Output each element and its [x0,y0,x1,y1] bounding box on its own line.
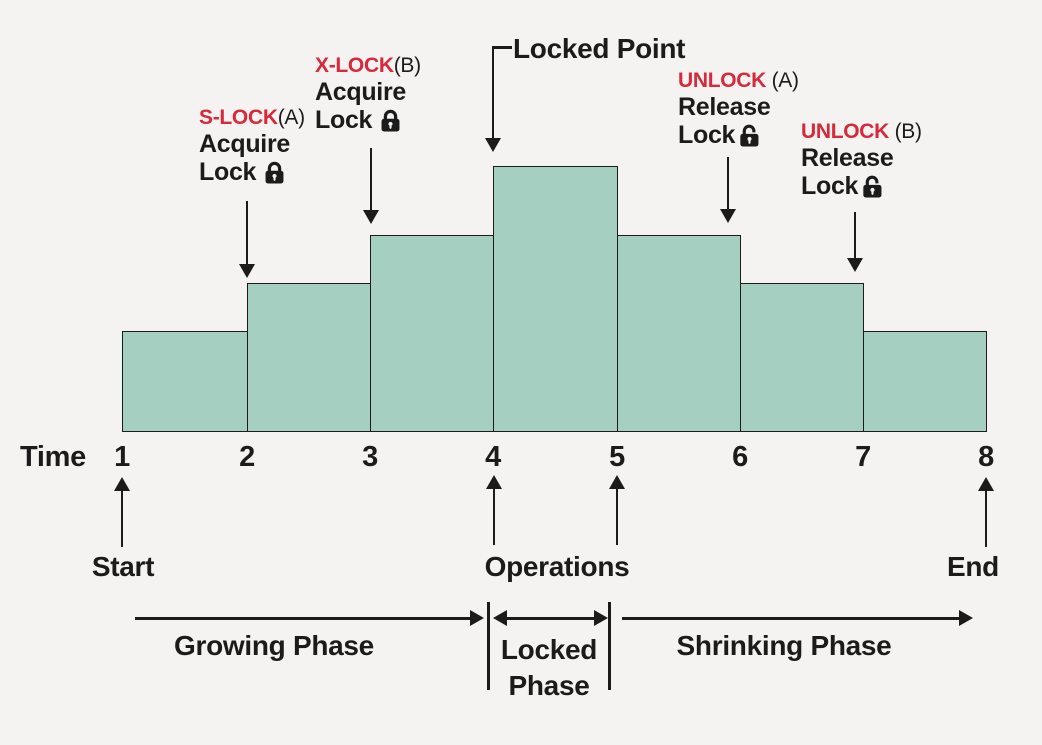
shrinking-phase-arrowhead [959,609,973,626]
lock-text: Lock [801,172,859,200]
time-tick-label: 5 [609,441,625,473]
time-tick-label: 8 [978,441,994,473]
resource-b-suffix: (B) [393,54,421,77]
lock-bar [122,331,249,432]
lock-text: Lock [678,121,736,149]
locked-point-label: Locked Point [513,33,686,64]
lock-bar [617,235,742,432]
x-lock-tag: X-LOCK [315,54,394,77]
open-lock-icon [863,175,882,198]
resource-a-suffix: (A) [766,69,799,92]
release-text: Release [678,93,771,121]
growing-phase-arrowhead [470,609,484,626]
locked-phase-arrowhead-right [594,609,608,626]
annotation-x-lock-b: X-LOCK(B) Acquire Lock [315,54,421,134]
phase-divider-time-5 [608,602,611,690]
x-lock-arrow [363,148,380,224]
time-tick-label: 4 [485,441,501,473]
operations-arrow-left [486,475,503,545]
start-label: Start [91,551,155,582]
locked-phase-label: Locked Phase [500,634,598,701]
annotation-unlock-a: UNLOCK (A) Release Lock [678,69,799,149]
time-tick-label: 3 [362,441,378,473]
growing-phase-arrow-line [135,617,470,620]
time-tick-label: 1 [114,441,130,473]
lock-text: Lock [199,158,257,186]
growing-phase-label: Growing Phase [174,630,374,661]
annotation-unlock-b: UNLOCK (B) Release Lock [801,120,922,200]
time-tick-label: 6 [732,441,748,473]
s-lock-arrow [239,201,256,278]
time-axis-label: Time [20,441,86,473]
unlock-tag: UNLOCK [678,69,767,92]
lock-bar [247,283,372,432]
shrinking-phase-arrow-line [622,617,960,620]
time-tick-label: 2 [239,441,255,473]
open-lock-icon [740,124,759,147]
acquire-text: Acquire [315,78,406,106]
start-arrow [114,477,131,547]
operations-arrow-right [609,475,626,545]
resource-a-suffix: (A) [277,106,305,129]
unlock-a-arrow [720,157,737,223]
annotation-s-lock-a: S-LOCK(A) Acquire Lock [199,106,305,186]
annotation-tagline: X-LOCK(B) [315,54,421,78]
annotation-tagline: UNLOCK (A) [678,69,799,93]
unlock-b-arrow [847,212,864,272]
end-arrow [978,477,995,547]
lock-bar [493,166,619,432]
lock-bar [370,235,495,432]
operations-label: Operations [484,551,630,582]
locked-phase-arrowhead-left [493,609,507,626]
lock-text: Lock [315,106,373,134]
unlock-tag: UNLOCK [801,120,890,143]
acquire-text: Acquire [199,130,290,158]
s-lock-tag: S-LOCK [199,106,278,129]
closed-lock-icon [381,109,400,132]
locked-phase-arrow-line [506,617,595,620]
locked-point-arrowhead [484,138,501,152]
lock-bar [863,331,988,432]
annotation-tagline: S-LOCK(A) [199,106,305,130]
end-label: End [947,551,999,582]
phase-divider-time-4 [487,602,490,690]
lock-bar [740,283,865,432]
shrinking-phase-label: Shrinking Phase [676,630,892,661]
closed-lock-icon [265,161,284,184]
locked-point-elbow-line [493,46,512,49]
release-text: Release [801,144,894,172]
resource-b-suffix: (B) [889,120,922,143]
time-tick-label: 7 [855,441,871,473]
locked-point-arrow-line [491,46,495,138]
annotation-tagline: UNLOCK (B) [801,120,922,144]
